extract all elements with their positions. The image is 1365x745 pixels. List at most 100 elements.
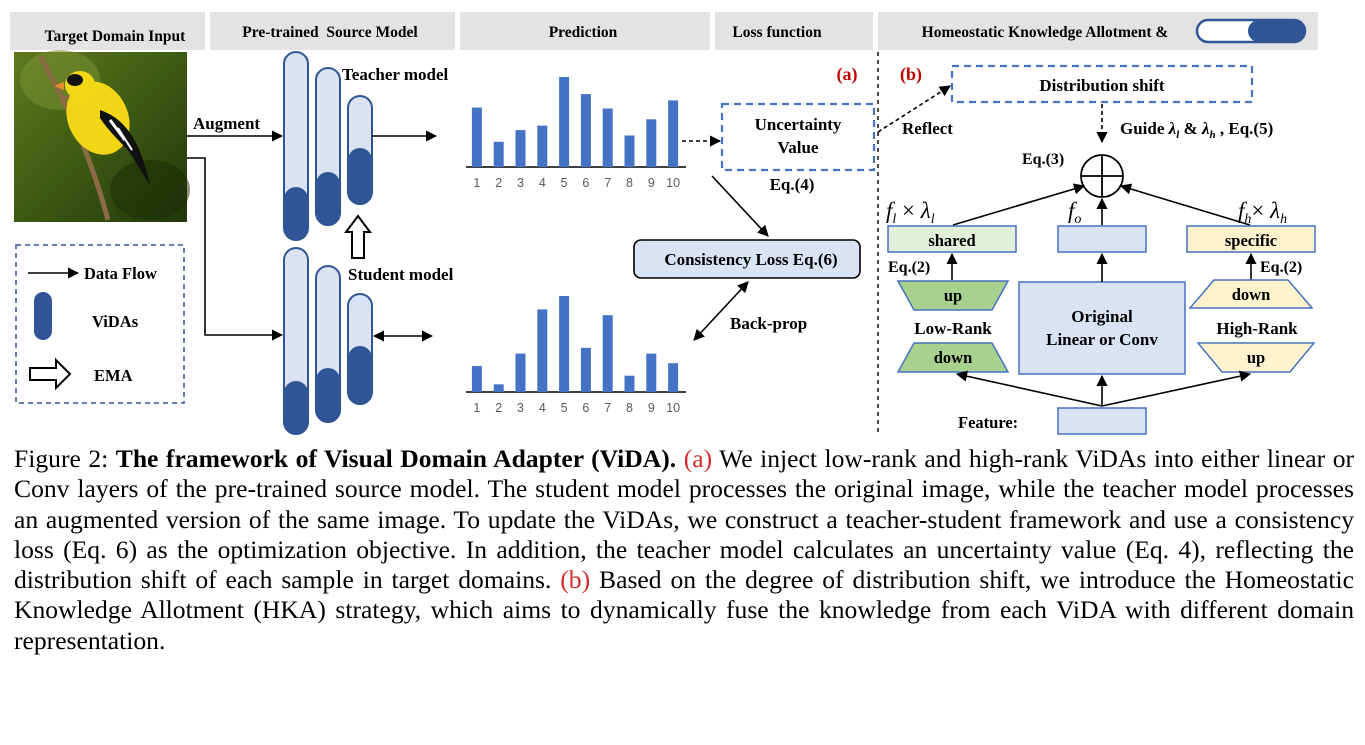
caption-figure-label: Figure 2: [14,444,116,473]
student-bar-2 [493,384,504,392]
student-model [283,247,373,435]
fo-label: fo [1068,198,1081,227]
shared-box [887,225,1017,253]
vida-framework-diagram: Target Domain Input Pre-trained Source M… [10,12,1318,435]
teacher-bar-1 [471,107,482,167]
student-tick-5: 5 [561,401,568,415]
caption-a-label: (a) [683,444,713,473]
teacher-tick-5: 5 [561,176,568,190]
student-tick-10: 10 [666,401,680,415]
feature-label: Feature: [958,413,1018,432]
header-target-input: Target Domain Input [45,28,187,45]
teacher-tick-7: 7 [604,176,611,190]
eq2-right-label: Eq.(2) [1260,259,1302,276]
eq4-label: Eq.(4) [770,175,815,194]
high-rank-up-block [1196,342,1316,373]
specific-label: specific [1225,231,1277,250]
student-tick-2: 2 [495,401,502,415]
figure-caption: Figure 2: The framework of Visual Domain… [14,444,1354,656]
consistency-loss-label: Consistency Loss Eq.(6) [664,250,837,269]
teacher-model [283,51,373,241]
original-line1: Original [1071,307,1133,326]
shared-label: shared [928,231,975,250]
student-bar-9 [646,353,657,392]
student-bar-6 [580,347,591,392]
original-linear-conv-box [1018,281,1186,375]
header-bar: Target Domain Input Pre-trained Source M… [10,12,1318,50]
student-bar-5 [559,296,570,392]
target-domain-bird-image [14,50,190,222]
student-bar-8 [624,375,635,392]
student-tick-7: 7 [604,401,611,415]
teacher-tick-1: 1 [473,176,480,190]
teacher-tick-10: 10 [666,176,680,190]
toggle-switch-icon [1195,18,1307,44]
eq2-left-label: Eq.(2) [888,259,930,276]
caption-text-a: We inject low-rank and high-rank ViDAs i… [14,444,1355,595]
back-prop-label: Back-prop [730,314,807,333]
teacher-bar-8 [624,135,635,167]
teacher-bar-2 [493,141,504,167]
teacher-tick-8: 8 [626,176,633,190]
teacher-tick-3: 3 [517,176,524,190]
low-rank-label: Low-Rank [914,319,992,338]
ema-arrow-icon [344,214,372,259]
distribution-shift-label: Distribution shift [1039,76,1164,95]
caption-b-label: (b) [560,565,591,595]
legend-vida-icon [34,292,52,340]
low-rank-down-label: down [934,348,973,367]
caption-title: The framework of Visual Domain Adapter (… [115,444,677,473]
legend-ema-arrow-icon [29,357,72,391]
reflect-label: Reflect [902,119,953,138]
high-rank-label: High-Rank [1216,319,1298,338]
augment-label: Augment [193,114,260,133]
panel-b-label: (b) [900,64,922,85]
legend-data-flow-label: Data Flow [84,264,157,283]
student-tick-3: 3 [517,401,524,415]
student-tick-8: 8 [626,401,633,415]
teacher-bar-3 [515,130,526,167]
low-rank-up-label: up [944,286,962,305]
student-tick-9: 9 [648,401,655,415]
uncertainty-line1: Uncertainty [755,115,842,134]
high-rank-down-block [1188,279,1314,309]
specific-box [1186,225,1316,253]
student-bar-4 [537,309,548,392]
low-rank-down-block [896,342,1010,373]
student-model-label: Student model [348,265,454,284]
student-bar-1 [471,366,482,392]
teacher-bar-7 [602,108,613,167]
caption-text-b: Based on the degree of distribution shif… [14,565,1354,655]
feature-box [1057,407,1147,435]
student-bar-3 [515,353,526,392]
student-tick-1: 1 [473,401,480,415]
low-rank-up-block [896,280,1010,311]
high-rank-down-label: down [1232,285,1271,304]
fh-lambda-h-label: fh× λh [1238,198,1287,227]
high-rank-up-label: up [1247,348,1265,367]
legend-ema-label: EMA [94,366,133,385]
uncertainty-line2: Value [778,138,819,157]
panel-a-label: (a) [837,64,858,85]
teacher-bar-10 [668,100,679,167]
fo-box [1057,225,1147,253]
teacher-bar-5 [559,77,570,167]
distribution-shift-box [950,64,1254,104]
student-tick-6: 6 [582,401,589,415]
teacher-bar-6 [580,94,591,167]
legend-box: Data Flow ViDAs EMA [15,244,185,404]
teacher-bar-9 [646,119,657,167]
student-tick-4: 4 [539,401,546,415]
consistency-loss-box [633,239,861,279]
student-bar-7 [602,315,613,392]
teacher-bar-4 [537,125,548,167]
teacher-model-label: Teacher model [342,65,449,84]
legend-vidas-label: ViDAs [92,312,139,331]
teacher-tick-6: 6 [582,176,589,190]
header-prediction: Prediction [549,24,618,41]
header-hka: Homeostatic Knowledge Allotment & [922,24,1169,41]
header-loss-function: Loss function [732,24,822,41]
eq3-label: Eq.(3) [1022,151,1064,168]
